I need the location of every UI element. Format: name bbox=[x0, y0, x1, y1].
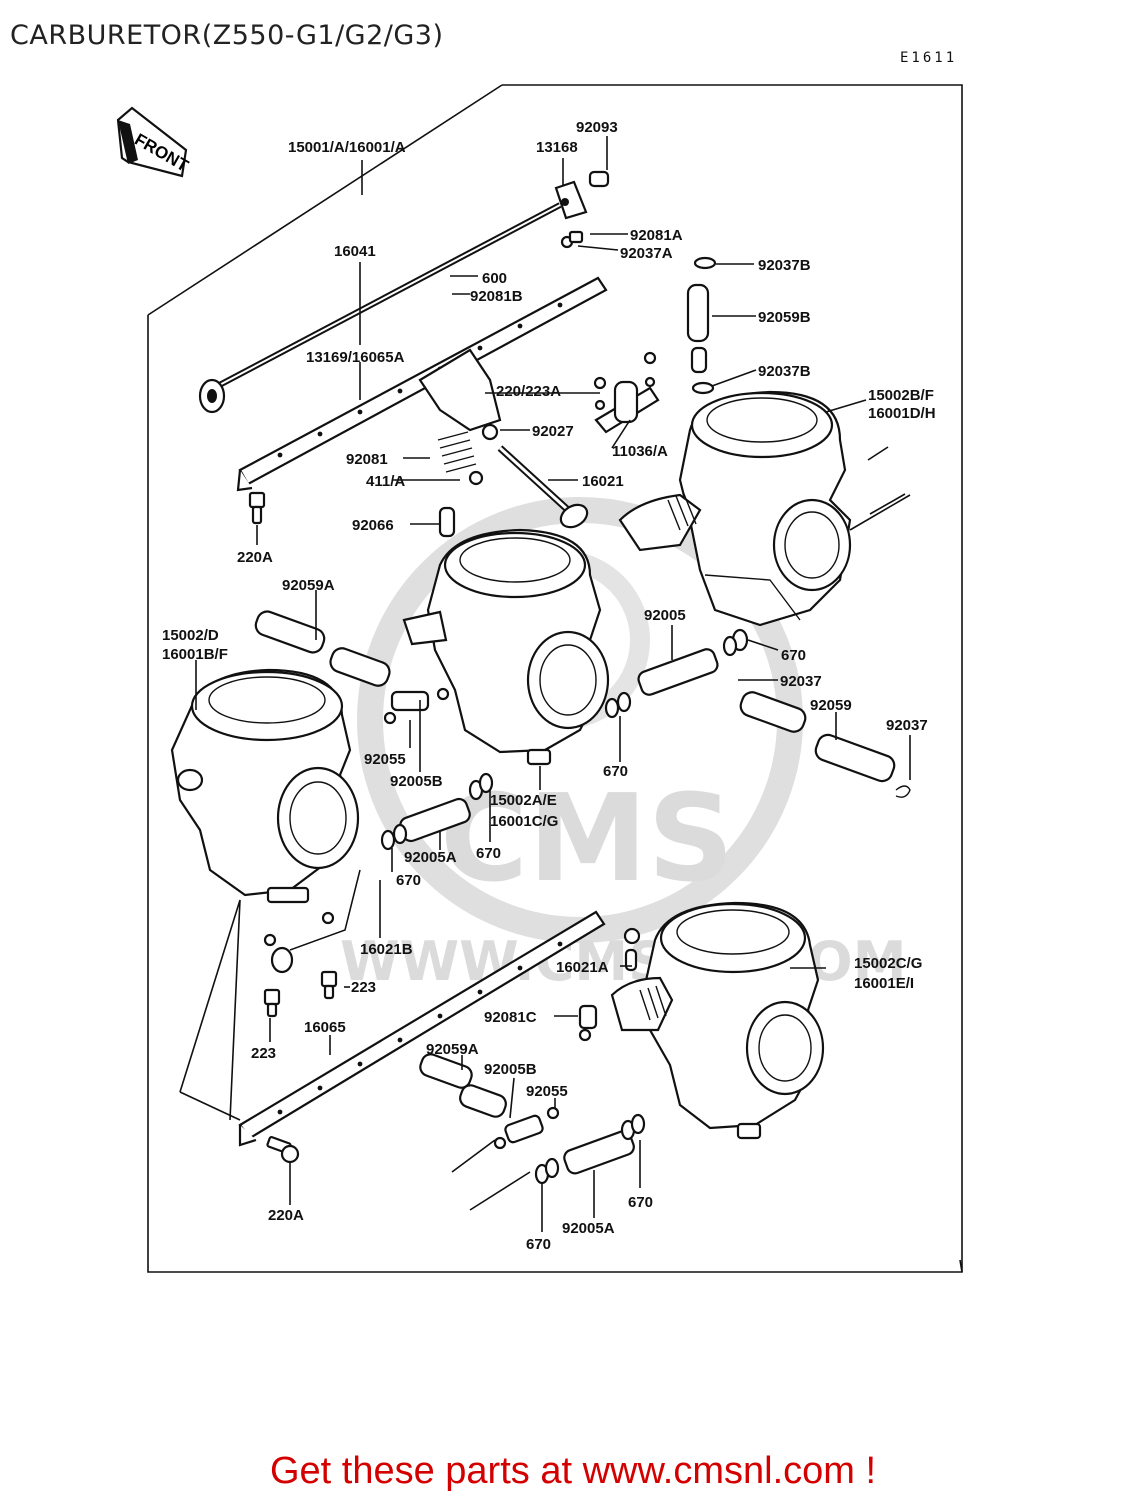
bottom-fittings bbox=[419, 927, 646, 1185]
carburetor-left bbox=[170, 668, 360, 904]
label-670-e: 670 bbox=[628, 1194, 653, 1211]
screw-220a-bottom bbox=[266, 1136, 300, 1164]
watermark-url: WWW.CMSNL.COM bbox=[340, 930, 906, 993]
fitting-92005a-top bbox=[380, 772, 494, 851]
label-92027: 92027 bbox=[532, 423, 574, 440]
label-670-a: 670 bbox=[781, 647, 806, 664]
label-92059a-top: 92059A bbox=[282, 577, 335, 594]
label-92059b: 92059B bbox=[758, 309, 811, 326]
label-670-b: 670 bbox=[603, 763, 628, 780]
bracket-lower bbox=[238, 910, 606, 1147]
label-92037b-2: 92037B bbox=[758, 363, 811, 380]
exploded-parts-diagram: CMS WWW.CMSNL.COM FRONT bbox=[116, 84, 963, 1273]
lever-13168 bbox=[554, 170, 610, 249]
footer-link-text[interactable]: Get these parts at www.cmsnl.com ! bbox=[269, 1450, 877, 1492]
label-13168: 13168 bbox=[536, 139, 578, 156]
label-92093: 92093 bbox=[576, 119, 618, 136]
carburetor-right-top bbox=[618, 390, 852, 627]
hose-92059b bbox=[686, 256, 717, 395]
diagram-frame bbox=[147, 84, 963, 1273]
label-92005b-bot: 92005B bbox=[484, 1061, 537, 1078]
label-92081a-top: 92081A bbox=[630, 227, 683, 244]
label-15002ae: 15002A/E bbox=[490, 792, 557, 809]
label-92005-top: 92005 bbox=[644, 607, 686, 624]
label-92066: 92066 bbox=[352, 517, 394, 534]
label-16001cg: 16001C/G bbox=[490, 813, 558, 830]
label-16001dh: 16001D/H bbox=[868, 405, 936, 422]
label-16021a: 16021A bbox=[556, 959, 609, 976]
label-92037-a: 92037 bbox=[780, 673, 822, 690]
label-92059-r: 92059 bbox=[810, 697, 852, 714]
fitting-92005-top bbox=[604, 628, 749, 719]
label-16021: 16021 bbox=[582, 473, 624, 490]
label-15002d: 15002/D bbox=[162, 627, 219, 644]
label-92005b-top: 92005B bbox=[390, 773, 443, 790]
part-92066 bbox=[438, 506, 456, 538]
diagram-code: E1611 bbox=[900, 50, 958, 66]
label-92005a-top: 92005A bbox=[404, 849, 457, 866]
hose-92059a-top bbox=[254, 610, 391, 687]
screws-223 bbox=[263, 911, 338, 1018]
label-92005a-bot: 92005A bbox=[562, 1220, 615, 1237]
label-13169: 13169/16065A bbox=[306, 349, 405, 366]
label-92037a: 92037A bbox=[620, 245, 673, 262]
label-220a-top: 220A bbox=[237, 549, 273, 566]
label-600: 600 bbox=[482, 270, 507, 287]
label-223-b: 223 bbox=[251, 1045, 276, 1062]
label-15001: 15001/A/16001/A bbox=[288, 139, 406, 156]
bracket-11036 bbox=[593, 351, 660, 434]
leader-lines bbox=[179, 136, 911, 1232]
label-92081c: 92081C bbox=[484, 1009, 537, 1026]
cable-16021b bbox=[270, 869, 361, 974]
carburetor-right-bottom bbox=[610, 901, 825, 1140]
label-92055-bot: 92055 bbox=[526, 1083, 568, 1100]
label-670-c: 670 bbox=[476, 845, 501, 862]
label-16041: 16041 bbox=[334, 243, 376, 260]
label-16001ei: 16001E/I bbox=[854, 975, 914, 992]
label-670-d: 670 bbox=[396, 872, 421, 889]
part-labels: 15001/A/16001/A 92093 13168 92081A 92037… bbox=[162, 119, 936, 1253]
label-11036: 11036/A bbox=[612, 443, 668, 460]
label-16065: 16065 bbox=[304, 1019, 346, 1036]
label-15002bf: 15002B/F bbox=[868, 387, 934, 404]
carburetor-center bbox=[402, 528, 610, 766]
label-220-223a: 220/223A bbox=[496, 383, 561, 400]
adjuster-16021 bbox=[497, 445, 589, 529]
label-16001bf: 16001B/F bbox=[162, 646, 228, 663]
label-670-f: 670 bbox=[526, 1236, 551, 1253]
hose-92059-right bbox=[739, 691, 911, 798]
front-arrow-icon: FRONT bbox=[116, 106, 192, 178]
label-92081: 92081 bbox=[346, 451, 388, 468]
spring-92081 bbox=[437, 423, 499, 486]
fitting-92005b-top bbox=[383, 687, 450, 725]
label-15002cg: 15002C/G bbox=[854, 955, 922, 972]
label-92055-top: 92055 bbox=[364, 751, 406, 768]
watermark-logo: CMS bbox=[440, 770, 734, 909]
throttle-shaft bbox=[198, 202, 562, 414]
bracket-upper bbox=[236, 276, 608, 492]
label-220a-bot: 220A bbox=[268, 1207, 304, 1224]
label-411: 411/A bbox=[366, 473, 405, 490]
label-92059a-bot: 92059A bbox=[426, 1041, 479, 1058]
page-title: CARBURETOR(Z550-G1/G2/G3) bbox=[10, 20, 444, 51]
screw-220a-top bbox=[248, 491, 266, 525]
label-92037-b: 92037 bbox=[886, 717, 928, 734]
label-223-a: 223 bbox=[351, 979, 376, 996]
label-92037b-1: 92037B bbox=[758, 257, 811, 274]
label-92081b: 92081B bbox=[470, 288, 523, 305]
label-16021b: 16021B bbox=[360, 941, 413, 958]
